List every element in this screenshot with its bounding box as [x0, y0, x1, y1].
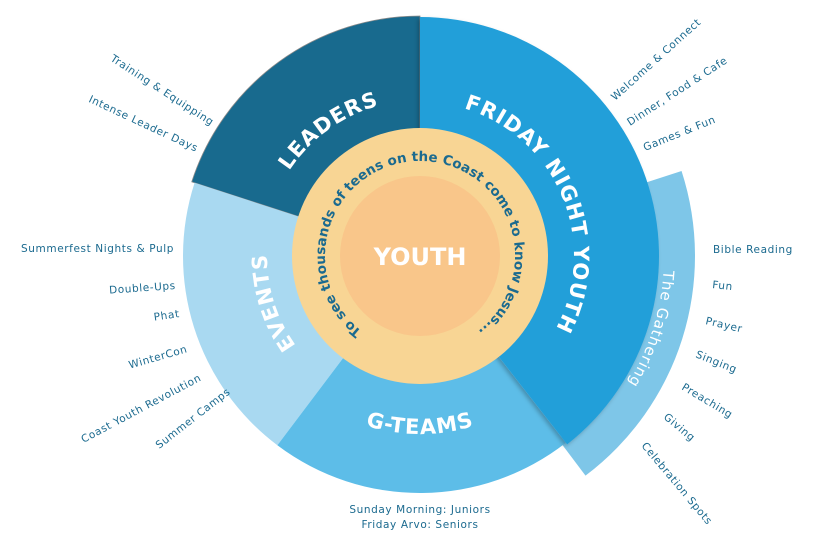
- events-item-label: Summerfest Nights & Pulp: [21, 243, 174, 255]
- events-item-label: Phat: [153, 308, 180, 323]
- youth-core-label: YOUTH: [373, 243, 467, 271]
- gathering-item-label: Bible Reading: [713, 244, 793, 256]
- gteams-item-label: Friday Arvo: Seniors: [361, 519, 478, 531]
- segment-the-gathering: [558, 171, 695, 476]
- core-circle: [340, 176, 500, 336]
- gathering-item-label: Prayer: [704, 315, 743, 335]
- events-item-label: Coast Youth Revolution: [79, 372, 203, 446]
- gathering-item-label: Singing: [694, 349, 739, 376]
- segment-g-teams: [277, 350, 566, 493]
- events-item-label: Double-Ups: [109, 280, 177, 297]
- events-item-label: WinterCon: [127, 343, 188, 371]
- gathering-item-label: Preaching: [679, 381, 734, 421]
- friday-item-label: Games & Fun: [642, 114, 718, 154]
- gteams-item-label: Sunday Morning: Juniors: [349, 504, 490, 516]
- segment-events: [183, 182, 348, 446]
- gathering-item-label: Fun: [712, 279, 734, 293]
- gathering-item-label: Giving: [661, 411, 697, 444]
- gathering-item-label: Celebration Spots: [639, 440, 715, 527]
